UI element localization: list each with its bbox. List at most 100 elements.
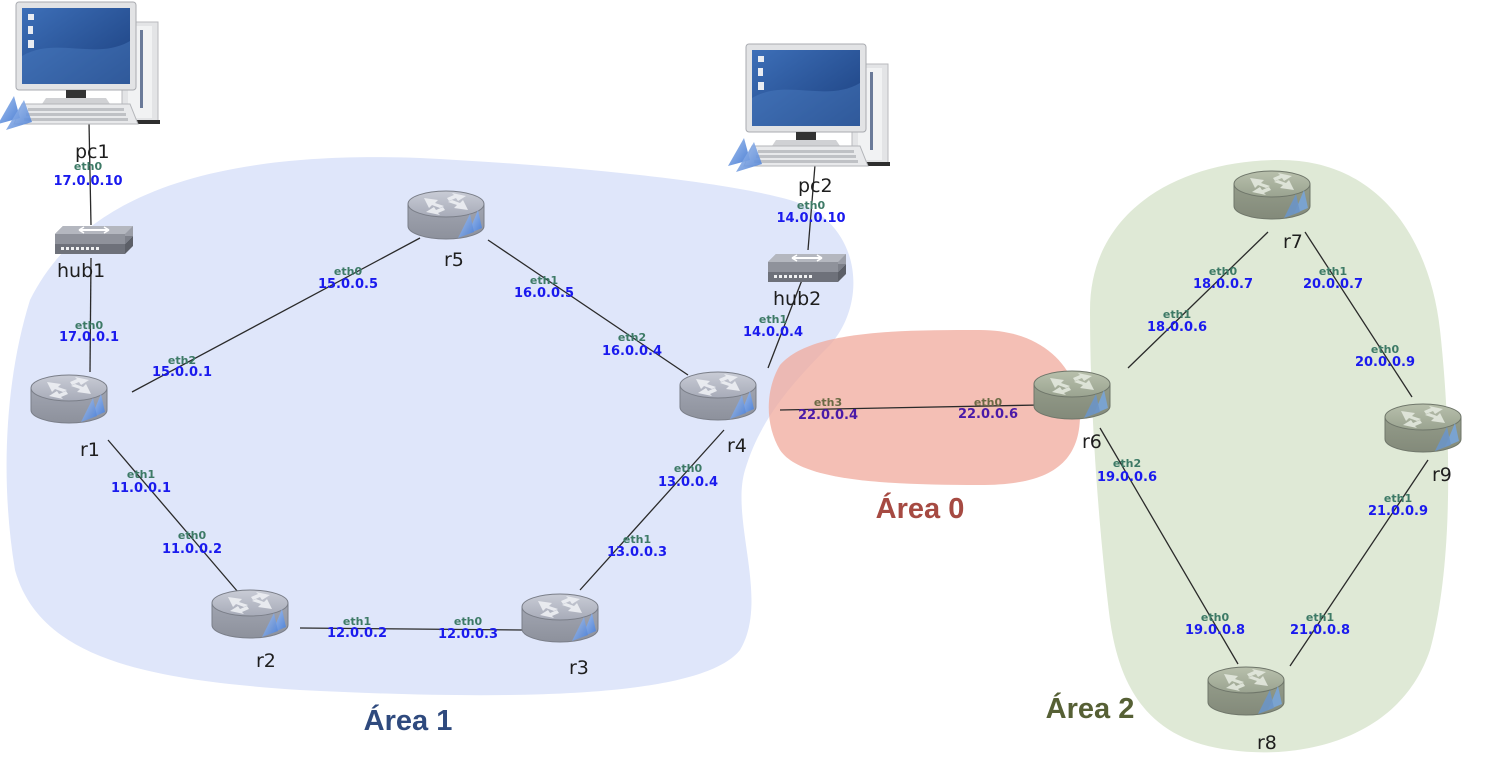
link-pc2-hub2: [807, 164, 816, 251]
area1-region: [6, 157, 854, 696]
svg-text:eth0: eth0: [74, 160, 103, 173]
area2-label: Área 2: [1046, 691, 1135, 725]
links: [88, 121, 1429, 667]
node-label: r5: [444, 249, 464, 271]
link-r2-r3: [299, 627, 523, 631]
link-pc1-hub1: [88, 121, 92, 226]
r4-node[interactable]: r4: [679, 371, 757, 457]
pc2-node[interactable]: pc2: [727, 43, 891, 197]
router-icon: [679, 371, 757, 421]
node-label: r9: [1432, 464, 1452, 486]
svg-text:eth1: eth1: [759, 313, 787, 326]
svg-text:eth0: eth0: [674, 462, 703, 475]
pc-icon: [0, 1, 161, 131]
r1-node[interactable]: r1: [30, 374, 108, 461]
link-r6-r7: [1127, 231, 1269, 369]
svg-text:11.0.0.2: 11.0.0.2: [162, 542, 222, 557]
r2-node[interactable]: r2: [211, 589, 289, 672]
r5-node[interactable]: r5: [407, 190, 485, 271]
svg-text:19.0.0.8: 19.0.0.8: [1185, 623, 1245, 638]
link-r9-r8: [1289, 459, 1429, 667]
svg-text:17.0.0.1: 17.0.0.1: [59, 330, 119, 345]
svg-text:eth1: eth1: [343, 615, 371, 628]
router-icon: [1033, 370, 1111, 420]
node-label: r8: [1257, 732, 1277, 754]
svg-text:17.0.0.10: 17.0.0.10: [53, 174, 122, 189]
pc1-node[interactable]: pc1: [0, 1, 161, 163]
svg-text:12.0.0.3: 12.0.0.3: [438, 627, 498, 642]
node-label: r7: [1283, 231, 1303, 253]
svg-text:eth0: eth0: [454, 615, 483, 628]
svg-text:eth0: eth0: [974, 396, 1003, 409]
link-r5-r4: [487, 239, 689, 376]
r6-node[interactable]: r6: [1033, 370, 1111, 453]
r8-node[interactable]: r8: [1207, 666, 1285, 754]
svg-text:eth0: eth0: [75, 319, 104, 332]
svg-text:14.0.0.10: 14.0.0.10: [776, 211, 845, 226]
svg-text:16.0.0.4: 16.0.0.4: [602, 344, 662, 359]
router-icon: [1233, 170, 1311, 220]
svg-text:15.0.0.1: 15.0.0.1: [152, 365, 212, 380]
router-icon: [211, 589, 289, 639]
hub2-node[interactable]: hub2: [767, 253, 847, 310]
link-r6-r8: [1099, 427, 1239, 665]
router-icon: [1207, 666, 1285, 716]
hub1-node[interactable]: hub1: [54, 225, 134, 282]
svg-text:22.0.0.6: 22.0.0.6: [958, 407, 1018, 422]
link-r3-r4: [579, 429, 725, 591]
link-r4-r6: [779, 404, 1041, 411]
r7-node[interactable]: r7: [1233, 170, 1311, 253]
svg-text:eth1: eth1: [1306, 611, 1334, 624]
area2-region: [1090, 160, 1449, 753]
r9-node[interactable]: r9: [1384, 403, 1462, 486]
node-label: pc1: [75, 141, 110, 163]
node-label: r4: [727, 435, 747, 457]
svg-text:20.0.0.7: 20.0.0.7: [1303, 277, 1363, 292]
svg-text:eth1: eth1: [1163, 308, 1191, 321]
svg-text:eth1: eth1: [530, 274, 558, 287]
link-hub1-r1: [89, 257, 92, 373]
svg-text:eth0: eth0: [797, 199, 826, 212]
svg-text:19.0.0.6: 19.0.0.6: [1097, 470, 1157, 485]
svg-text:21.0.0.9: 21.0.0.9: [1368, 504, 1428, 519]
node-label: hub1: [57, 260, 105, 282]
svg-text:eth1: eth1: [623, 533, 651, 546]
node-label: r3: [569, 657, 589, 679]
svg-text:18.0.0.6: 18.0.0.6: [1147, 320, 1207, 335]
node-label: r6: [1082, 431, 1102, 453]
svg-text:eth2: eth2: [1113, 457, 1141, 470]
node-label: r2: [256, 650, 276, 672]
r3-node[interactable]: r3: [521, 593, 599, 679]
area0-label: Área 0: [876, 491, 965, 525]
node-label: r1: [80, 439, 100, 461]
pc-icon: [727, 43, 891, 173]
svg-text:13.0.0.4: 13.0.0.4: [658, 475, 718, 490]
svg-text:eth1: eth1: [1384, 492, 1412, 505]
svg-text:eth0: eth0: [178, 529, 207, 542]
svg-text:13.0.0.3: 13.0.0.3: [607, 545, 667, 560]
link-r1-r2: [107, 439, 239, 593]
